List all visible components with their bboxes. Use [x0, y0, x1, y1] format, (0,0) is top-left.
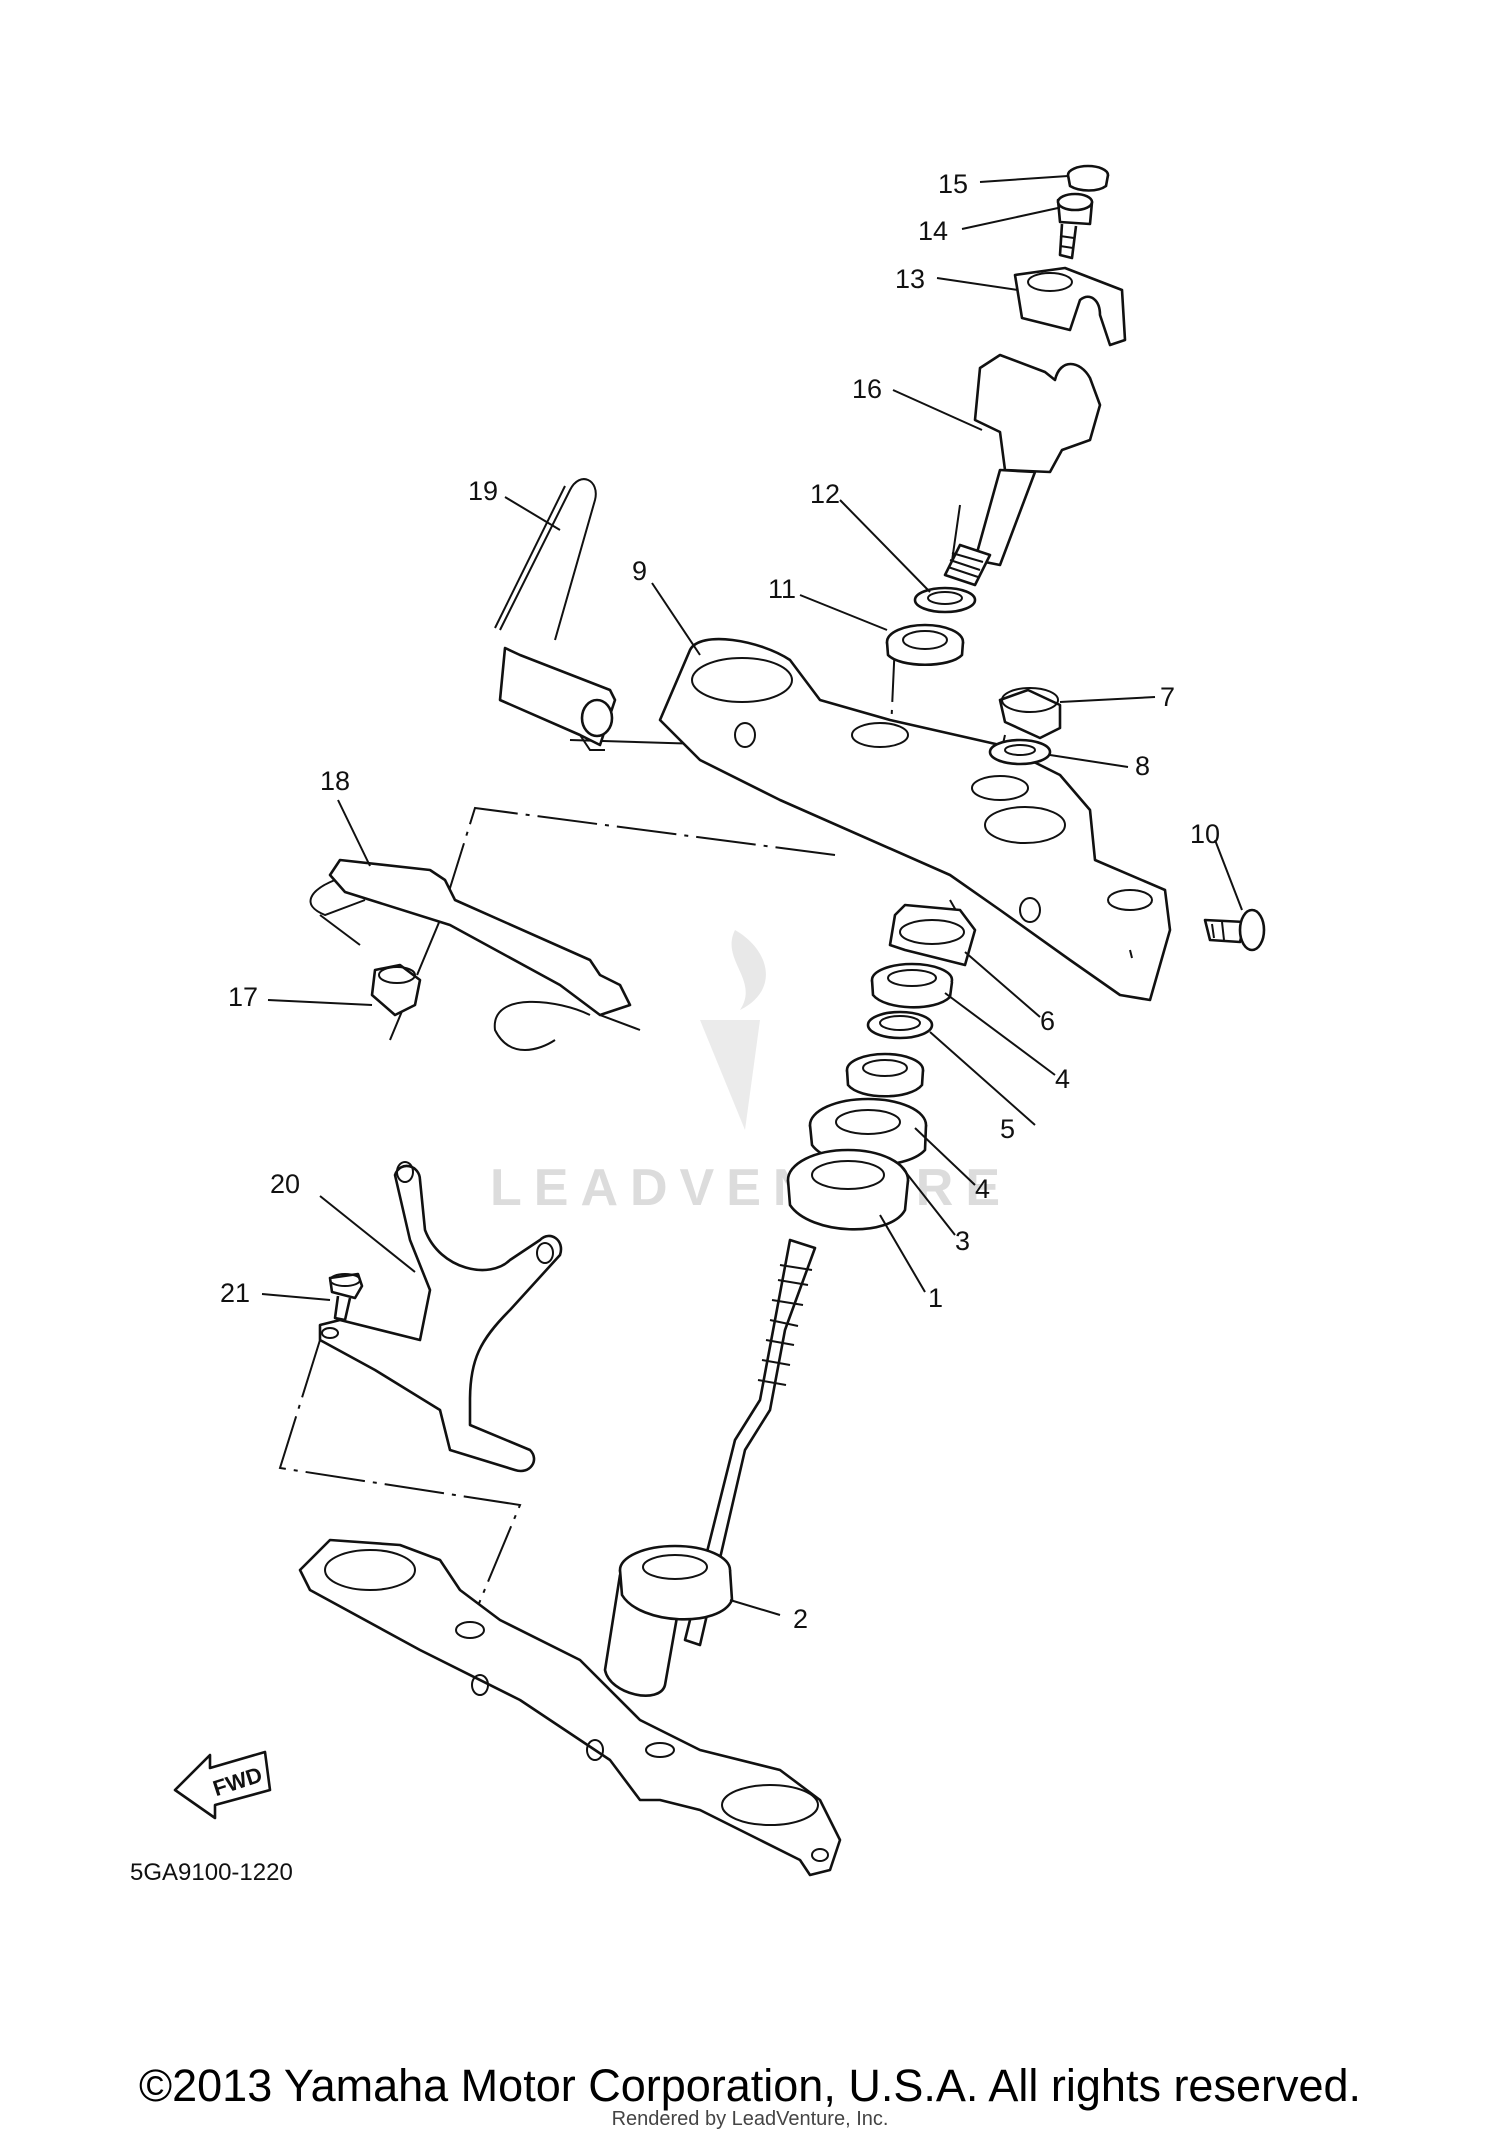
rendered-by-notice: Rendered by LeadVenture, Inc.: [611, 2108, 889, 2130]
watermark-text: LEADVENTURE: [490, 1159, 1012, 1217]
callout-1: 1: [928, 1283, 943, 1313]
callout-18: 18: [320, 766, 350, 796]
part-19-bracket: [494, 478, 617, 751]
callout-13: 13: [895, 264, 925, 294]
callout-10: 10: [1190, 819, 1220, 849]
part-7-nut: [998, 687, 1062, 740]
part-12-washer: [913, 586, 977, 614]
part-17-nut: [370, 963, 422, 1017]
leader-lines: [261, 175, 1243, 1616]
callout-6: 6: [1040, 1006, 1055, 1036]
part-18-bracket: [309, 858, 641, 1051]
callout-20: 20: [270, 1169, 300, 1199]
callout-7: 7: [1160, 682, 1175, 712]
callout-15: 15: [938, 169, 968, 199]
part-13-holder-upper: [1013, 266, 1127, 347]
copyright-notice: ©2013 Yamaha Motor Corporation, U.S.A. A…: [138, 2060, 1362, 2111]
part-4-ring-nut-lower: [845, 1052, 925, 1098]
part-3-bearing: [786, 1148, 910, 1231]
fwd-arrow-icon: FWD: [173, 1750, 272, 1820]
callout-21: 21: [220, 1278, 250, 1308]
callout-4b: 4: [975, 1174, 990, 1204]
part-16-holder-lower: [943, 353, 1102, 587]
part-1-steering-stem: [683, 1238, 817, 1647]
part-14-bolt: [1056, 192, 1094, 260]
callout-17: 17: [228, 982, 258, 1012]
callout-5: 5: [1000, 1114, 1015, 1144]
callout-9: 9: [632, 556, 647, 586]
callout-8: 8: [1135, 751, 1150, 781]
callout-4a: 4: [1055, 1064, 1070, 1094]
part-6-bearing-cover: [888, 903, 977, 967]
callouts: 15 14 13 16 12 19 9 11 7 8 18 10 17 6 4 …: [220, 169, 1220, 1634]
callout-3: 3: [955, 1226, 970, 1256]
callout-14: 14: [918, 216, 948, 246]
callout-12: 12: [810, 479, 840, 509]
part-8-washer: [988, 738, 1052, 766]
callout-2: 2: [793, 1604, 808, 1634]
part-11-washer: [885, 623, 965, 667]
part-2-lower-bracket: [298, 1538, 842, 1877]
part-21-bolt: [328, 1272, 364, 1322]
callout-16: 16: [852, 374, 882, 404]
diagram-code: 5GA9100-1220: [130, 1859, 293, 1886]
part-20-bracket: [318, 1161, 563, 1473]
part-5-lock-washer: [866, 1010, 934, 1040]
part-9-upper-bracket: [658, 637, 1172, 1002]
leadventure-watermark: LEADVENTURE: [490, 930, 1012, 1217]
part-15-cap: [1066, 164, 1110, 192]
callout-11: 11: [768, 574, 796, 604]
part-4-washer-upper: [870, 962, 954, 1009]
callout-19: 19: [468, 476, 498, 506]
part-10-bolt: [1203, 908, 1266, 952]
